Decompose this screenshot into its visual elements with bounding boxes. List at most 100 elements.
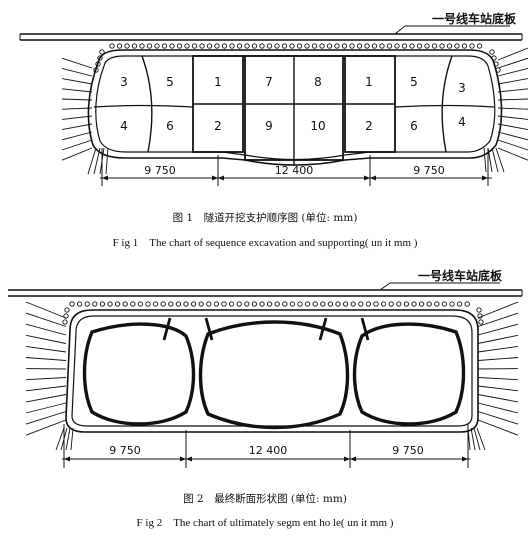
grout-circle: [435, 302, 439, 306]
grout-circle: [275, 302, 279, 306]
anchor-bolt: [478, 403, 518, 413]
grout-circle: [108, 302, 112, 306]
cell-number-l6: 6: [166, 119, 174, 133]
grout-circle: [343, 302, 347, 306]
grout-circle: [191, 302, 195, 306]
anchor-bolt: [26, 378, 66, 380]
grout-circle: [298, 302, 302, 306]
anchor-bolt: [26, 386, 66, 391]
anchor-bolt: [26, 313, 66, 326]
grout-circle: [146, 302, 150, 306]
cell-number-l3: 3: [120, 75, 128, 89]
grout-circle: [335, 44, 339, 48]
grout-circle: [297, 44, 301, 48]
anchor-bolt: [62, 116, 92, 119]
grout-circle: [222, 302, 226, 306]
grout-circle: [387, 44, 391, 48]
fig2-caption-en: F ig 2 The chart of ultimately segm ent …: [0, 514, 530, 530]
grout-circle: [155, 44, 159, 48]
grout-ring-circles: [94, 44, 500, 72]
fig2-inner-lining: [72, 316, 472, 426]
anchor-bolt: [106, 148, 108, 174]
grout-circle: [229, 302, 233, 306]
grout-circle: [365, 44, 369, 48]
grout-circle: [442, 302, 446, 306]
grout-circle: [350, 44, 354, 48]
grout-circle: [185, 44, 189, 48]
grout-circle: [140, 44, 144, 48]
grout-circle: [245, 44, 249, 48]
grout-circle: [184, 302, 188, 306]
anchor-bolt: [62, 132, 92, 140]
fig2-left-cell: [85, 324, 194, 424]
cell-number-l4: 4: [120, 119, 128, 133]
grout-circle: [427, 302, 431, 306]
grout-circle: [147, 44, 151, 48]
grout-circle: [455, 44, 459, 48]
cell-number-l2: 2: [214, 119, 222, 133]
grout-circle: [237, 44, 241, 48]
grout-circle: [77, 302, 81, 306]
grout-circle: [359, 302, 363, 306]
grout-circle: [404, 302, 408, 306]
fig1-right-drift-divider: [395, 106, 494, 108]
grout-circle: [342, 44, 346, 48]
anchor-bolt: [471, 428, 475, 450]
grout-circle: [117, 44, 121, 48]
cell-number-r6: 6: [410, 119, 418, 133]
grout-circle: [222, 44, 226, 48]
grout-circle: [312, 44, 316, 48]
grout-circle: [215, 44, 219, 48]
anchor-bolt: [478, 302, 518, 318]
cell-number-r4: 4: [458, 115, 466, 129]
grout-circle: [366, 302, 370, 306]
anchor-bolt: [498, 116, 528, 119]
grout-circle: [85, 302, 89, 306]
anchor-bolt: [498, 124, 528, 130]
cell-number-l5: 5: [166, 75, 174, 89]
anchor-bolt: [26, 358, 66, 361]
grout-circle: [372, 44, 376, 48]
grout-circle: [328, 302, 332, 306]
grout-circle: [477, 308, 481, 312]
anchor-bolt: [62, 58, 92, 68]
grout-circle: [169, 302, 173, 306]
fig2-dim-left: 9 750: [109, 444, 141, 457]
grout-circle: [132, 44, 136, 48]
grout-circle: [417, 44, 421, 48]
anchor-bolt: [71, 428, 73, 450]
grout-circle: [93, 302, 97, 306]
cell-number-r2: 2: [365, 119, 373, 133]
fig1-inner-lining: [96, 56, 495, 160]
grout-circle: [320, 44, 324, 48]
grout-circle: [313, 302, 317, 306]
fig1-label-leader: [395, 26, 405, 34]
grout-circle: [457, 302, 461, 306]
grout-circle: [470, 44, 474, 48]
grout-circle: [395, 44, 399, 48]
grout-circle: [425, 44, 429, 48]
grout-circle: [305, 302, 309, 306]
grout-circle: [477, 44, 481, 48]
fig1-caption-en: F ig 1 The chart of sequence excavation …: [0, 234, 530, 250]
grout-circle: [138, 302, 142, 306]
fig1-left-drift-divider: [94, 106, 193, 108]
grout-circle: [381, 302, 385, 306]
grout-circle: [199, 302, 203, 306]
grout-circle: [321, 302, 325, 306]
grout-circle: [161, 302, 165, 306]
anchor-bolts: [62, 48, 528, 174]
anchor-bolt: [477, 428, 485, 450]
anchor-bolt: [62, 148, 92, 160]
grout-circle: [125, 44, 129, 48]
anchor-bolt: [478, 358, 518, 361]
grout-circle: [123, 302, 127, 306]
fig2-outer-lining: [66, 310, 478, 432]
grout-circle: [465, 302, 469, 306]
grout-circle: [115, 302, 119, 306]
anchor-bolt: [26, 403, 66, 413]
grout-circle: [432, 44, 436, 48]
fig1-outer-lining: [88, 50, 501, 165]
grout-circle: [214, 302, 218, 306]
